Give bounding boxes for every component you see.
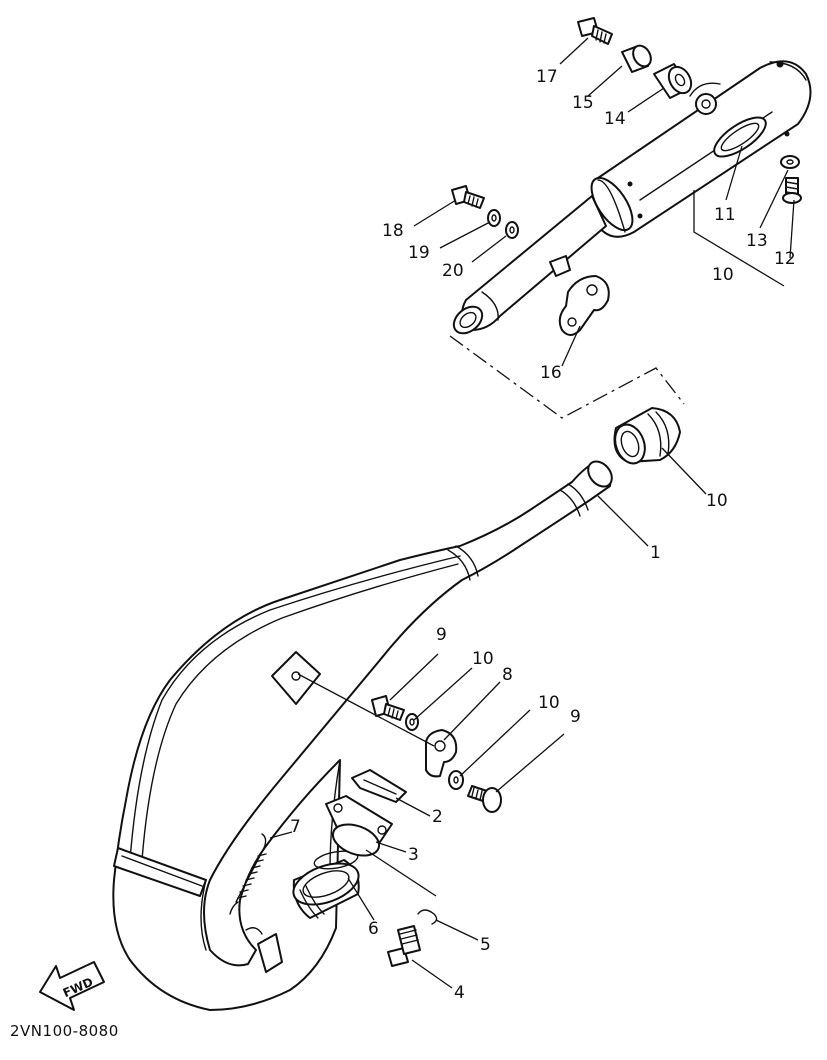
callout-7: 7 xyxy=(290,817,301,837)
washer-15 xyxy=(780,155,800,169)
callout-15: 13 xyxy=(746,231,768,251)
spring-7 xyxy=(229,833,267,915)
washer-21 xyxy=(487,209,501,227)
bolt-14 xyxy=(782,177,802,204)
bolt-4 xyxy=(387,925,421,967)
washer-22 xyxy=(505,221,519,239)
gasket-2 xyxy=(351,769,407,803)
flange-3 xyxy=(325,795,393,857)
bracket-8 xyxy=(425,729,458,778)
grommet-16 xyxy=(653,63,693,99)
diagram-code: 2VN100-8080 xyxy=(10,1022,119,1040)
washer-10-left xyxy=(405,713,419,731)
bracket-18 xyxy=(558,275,610,336)
manifold-joint-6 xyxy=(292,859,360,919)
o-ring-6 xyxy=(313,850,359,870)
collar-17 xyxy=(621,44,652,73)
callout-6: 6 xyxy=(368,919,379,939)
callout-4: 4 xyxy=(454,983,465,1003)
callout-3: 3 xyxy=(408,845,419,865)
callout-20: 18 xyxy=(382,221,404,241)
bolt-9-right xyxy=(467,785,502,813)
callout-11: 10 xyxy=(706,491,728,511)
bolt-9-left xyxy=(371,695,405,721)
callout-13: 11 xyxy=(714,205,736,225)
callout-1: 1 xyxy=(650,543,661,563)
bolt-19 xyxy=(577,17,613,45)
callout-8: 8 xyxy=(502,665,513,685)
callout-22: 20 xyxy=(442,261,464,281)
callout-5: 5 xyxy=(480,935,491,955)
callout-12: 10 xyxy=(712,265,734,285)
callout-labels: 17 15 14 18 19 20 11 13 12 10 16 10 1 9 … xyxy=(290,67,796,1003)
bolt-20 xyxy=(451,185,485,209)
callout-19: 17 xyxy=(536,67,558,87)
callout-9-right: 9 xyxy=(570,707,581,727)
callout-18: 16 xyxy=(540,363,562,383)
leader-lines xyxy=(269,37,795,989)
washer-10-right xyxy=(448,770,464,790)
callout-2: 2 xyxy=(432,807,443,827)
callout-14: 12 xyxy=(774,249,796,269)
callout-17: 15 xyxy=(572,93,594,113)
exhaust-pipe xyxy=(112,460,613,1011)
hanger-line xyxy=(297,673,435,747)
callout-21: 19 xyxy=(408,243,430,263)
connector-line xyxy=(449,335,685,419)
clip-5 xyxy=(417,909,438,925)
silencer-assembly xyxy=(452,60,812,335)
callout-10-right: 10 xyxy=(538,693,560,713)
callout-9-left: 9 xyxy=(436,625,447,645)
joint-sleeve-11 xyxy=(613,407,681,465)
callout-10-left-label: 10 xyxy=(472,649,494,669)
callout-16: 14 xyxy=(604,109,626,129)
fwd-arrow: FWD xyxy=(39,961,105,1011)
